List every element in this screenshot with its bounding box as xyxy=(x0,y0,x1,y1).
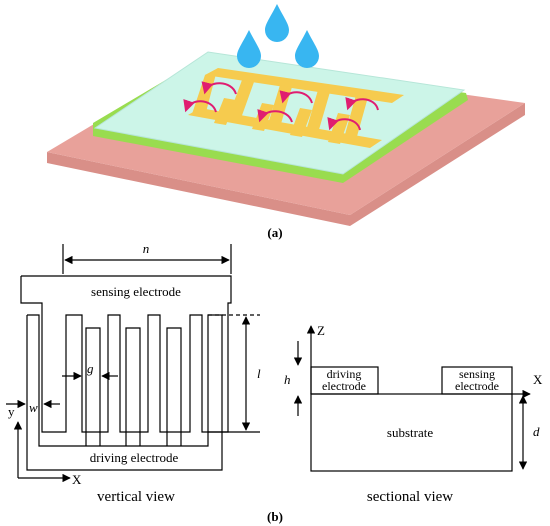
dim-w-label: w xyxy=(29,400,38,415)
driving-finger-1 xyxy=(85,327,101,446)
sectional-view-diagram xyxy=(293,325,531,472)
field-arrow-1 xyxy=(201,81,237,95)
sv-x-label: X xyxy=(533,372,543,387)
driving-finger-2 xyxy=(125,327,141,446)
sensing-electrode-label: sensing electrode xyxy=(91,284,181,299)
dim-g-label: g xyxy=(87,361,94,376)
dim-d-label: d xyxy=(533,424,540,439)
dim-l-label: l xyxy=(257,366,261,381)
electrode-pattern xyxy=(188,68,404,148)
field-arrow-3 xyxy=(279,90,313,104)
sv-z-label: Z xyxy=(317,323,325,338)
driving-block-label-1: driving xyxy=(327,367,362,381)
substrate-block xyxy=(310,393,513,472)
vertical-view-title: vertical view xyxy=(97,489,175,505)
driving-block-label-2: electrode xyxy=(322,379,366,393)
caption-a: (a) xyxy=(267,225,282,240)
panel-a-illustration xyxy=(47,4,525,226)
sensing-electrode-block xyxy=(441,366,513,395)
sensing-block-label-1: sensing xyxy=(459,367,495,381)
vv-y-label: y xyxy=(8,404,15,419)
water-drop-icon xyxy=(265,4,289,42)
dim-n-label: n xyxy=(143,241,150,256)
dim-h-label: h xyxy=(284,372,291,387)
vertical-view-diagram xyxy=(6,244,260,483)
field-arrow-5 xyxy=(345,96,379,111)
water-drop-icon xyxy=(295,30,319,68)
water-drop-icon xyxy=(237,30,261,68)
caption-b: (b) xyxy=(267,509,283,524)
sectional-view-title: sectional view xyxy=(367,489,453,505)
field-arrow-2 xyxy=(183,98,217,113)
field-arrow-6 xyxy=(327,116,361,131)
sensing-block-label-2: electrode xyxy=(455,379,499,393)
vv-x-label: X xyxy=(72,472,82,487)
field-arrows xyxy=(183,81,379,131)
field-arrow-4 xyxy=(257,108,293,123)
substrate-label: substrate xyxy=(387,425,433,440)
water-drops xyxy=(237,4,319,68)
driving-finger-3 xyxy=(166,327,182,446)
driving-electrode-label: driving electrode xyxy=(90,450,179,465)
driving-electrode-outline xyxy=(26,314,223,471)
substrate-slab-side xyxy=(47,103,525,226)
